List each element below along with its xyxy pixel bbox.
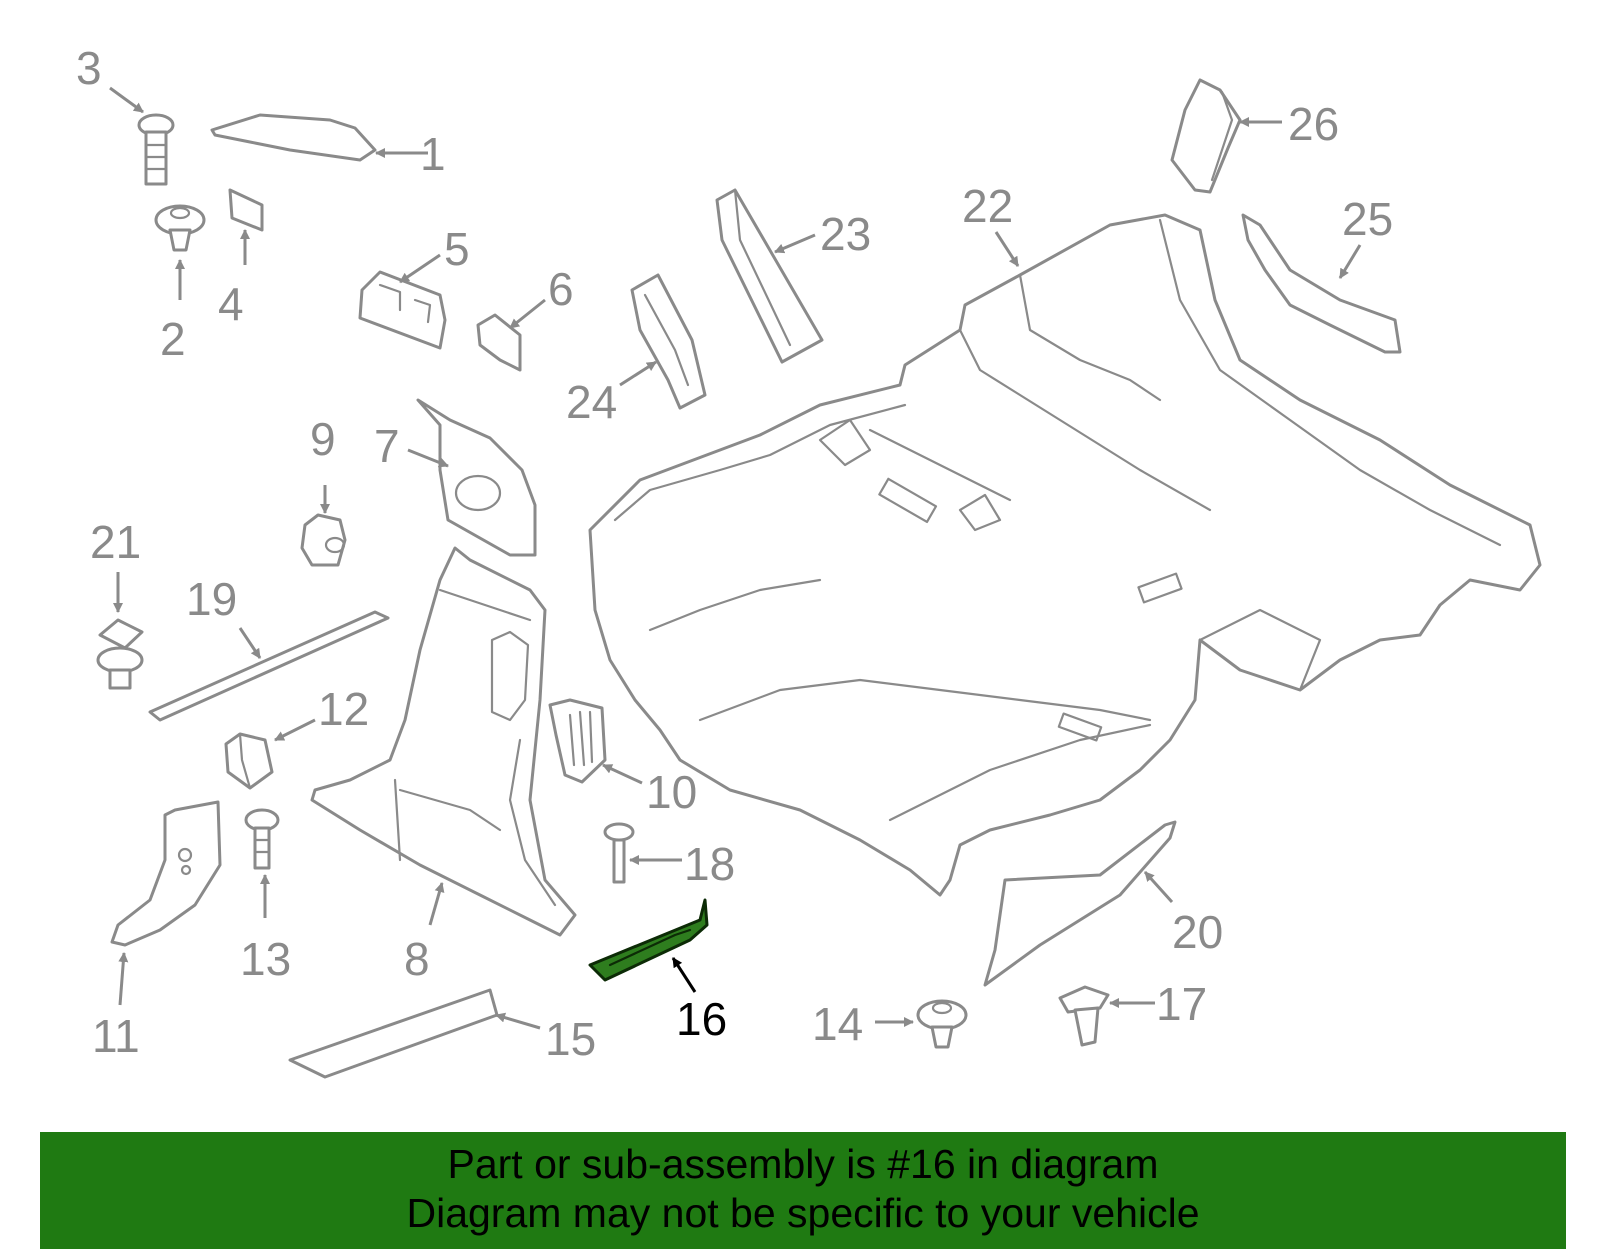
part-22-carpet	[588, 213, 1542, 897]
callout-13: 13	[240, 933, 291, 985]
callout-26: 26	[1288, 98, 1339, 150]
part-18-pin	[603, 822, 635, 884]
part-2-clip	[154, 204, 206, 252]
callout-16: 16	[676, 993, 727, 1045]
part-14-clip	[916, 999, 968, 1049]
part-1	[210, 113, 377, 162]
banner-line-part-number: Part or sub-assembly is #16 in diagram	[447, 1141, 1159, 1187]
diagram-canvas: 1 2 3 4 5 6 7 8 9 10 11 12 13 14 15 16 1…	[76, 42, 1542, 1079]
callout-8: 8	[404, 933, 430, 985]
part-9	[300, 513, 347, 567]
parts-diagram: 1 2 3 4 5 6 7 8 9 10 11 12 13 14 15 16 1…	[76, 42, 1542, 1079]
part-8-pillar-trim	[310, 546, 577, 937]
callout-5: 5	[444, 223, 470, 275]
part-23	[715, 188, 824, 364]
leader-lines	[109, 86, 1362, 1030]
callout-11: 11	[92, 1010, 140, 1062]
callout-19: 19	[186, 573, 237, 625]
part-10-vent	[548, 698, 607, 784]
part-16-scuff-plate	[588, 898, 709, 982]
part-4	[228, 188, 264, 232]
part-11-trim	[110, 800, 222, 947]
callout-18: 18	[684, 838, 735, 890]
part-20	[983, 820, 1177, 987]
callout-7: 7	[374, 420, 400, 472]
callout-23: 23	[820, 208, 871, 260]
callout-9: 9	[310, 413, 336, 465]
part-19-strip	[148, 610, 390, 722]
callout-1: 1	[420, 128, 446, 180]
callout-4: 4	[218, 278, 244, 330]
callout-12: 12	[318, 683, 369, 735]
callout-10: 10	[646, 766, 697, 818]
part-25	[1241, 213, 1402, 354]
part-7	[416, 398, 537, 557]
part-26	[1170, 78, 1242, 194]
callout-14: 14	[812, 998, 863, 1050]
part-3-bolt	[137, 113, 175, 186]
callout-20: 20	[1172, 906, 1223, 958]
callout-3: 3	[76, 42, 102, 94]
callout-25: 25	[1342, 193, 1393, 245]
part-12-clip	[224, 732, 274, 790]
part-21-clip	[96, 618, 144, 690]
callout-2: 2	[160, 313, 186, 365]
part-15-sill	[288, 988, 499, 1079]
callout-labels: 1 2 3 4 5 6 7 8 9 10 11 12 13 14 15 16 1…	[76, 42, 1393, 1065]
callout-21: 21	[90, 516, 141, 568]
callout-22: 22	[962, 180, 1013, 232]
part-5	[358, 270, 447, 350]
callout-17: 17	[1156, 978, 1207, 1030]
callout-15: 15	[545, 1013, 596, 1065]
callout-24: 24	[566, 376, 617, 428]
part-6	[476, 313, 522, 372]
part-13-screw	[244, 808, 280, 870]
banner-line-disclaimer: Diagram may not be specific to your vehi…	[406, 1190, 1200, 1236]
callout-6: 6	[548, 263, 574, 315]
info-banner: Part or sub-assembly is #16 in diagram D…	[40, 1132, 1566, 1249]
part-17-clip	[1058, 985, 1110, 1047]
part-24	[630, 273, 707, 410]
